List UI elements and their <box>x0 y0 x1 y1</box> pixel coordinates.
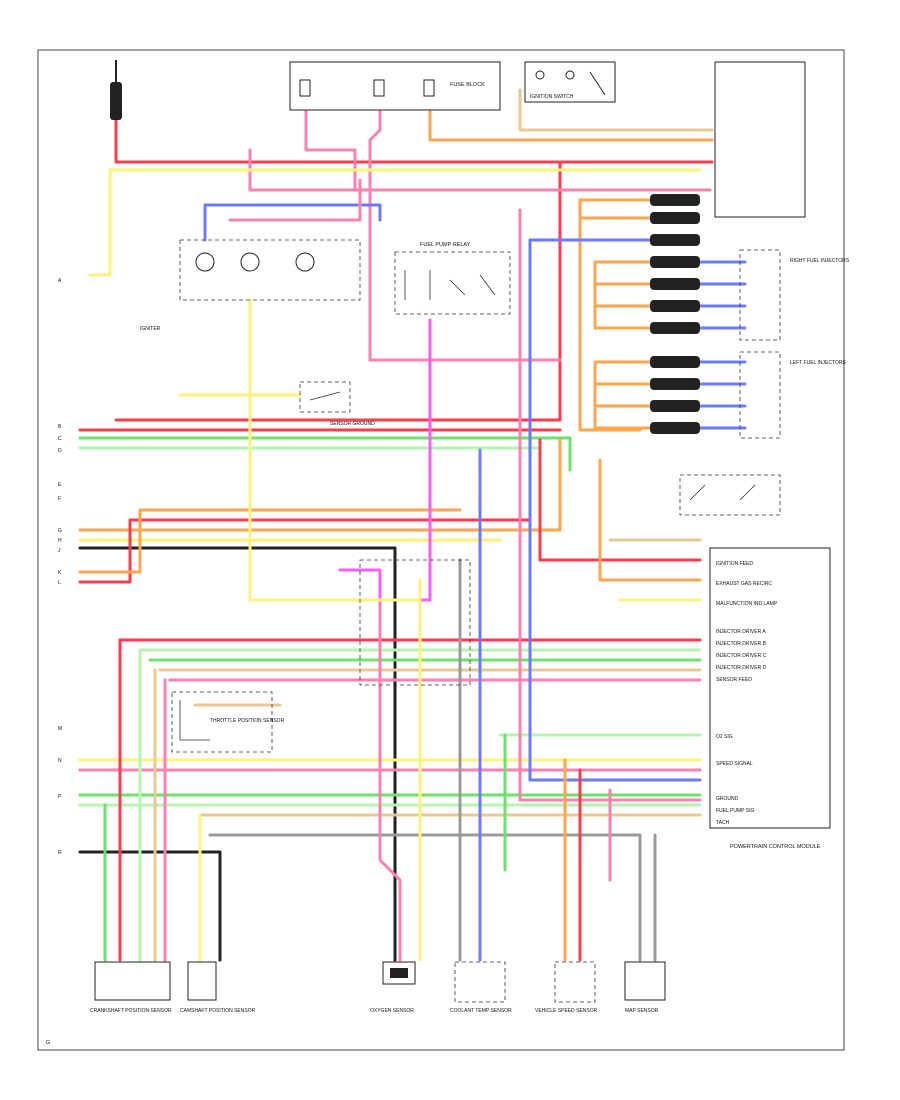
pcm-label: POWERTRAIN CONTROL MODULE <box>730 844 821 850</box>
fuse-block-label: FUSE BLOCK <box>450 82 485 88</box>
ignition-switch-label: IGNITION SWITCH <box>530 94 574 100</box>
wire-yellow-throttle <box>248 298 422 602</box>
terminal-G: G <box>58 528 62 534</box>
pcm-pin-7: SENSOR FEED <box>716 677 752 683</box>
wire-red-main-bus <box>114 118 714 164</box>
terminal-P: P <box>58 794 62 800</box>
map-sensor: MAP SENSOR <box>624 961 666 1014</box>
battery-coil-icon <box>110 60 122 120</box>
crankshaft-sensor: CRANKSHAFT POSITION SENSOR <box>90 961 172 1014</box>
pcm-pin-6: INJECTOR DRIVER D <box>716 665 767 671</box>
terminal-J: J <box>58 548 61 554</box>
wire-blue-top <box>203 203 382 242</box>
pcm-connector: IGNITION FEED EXHAUST GAS RECIRC MALFUNC… <box>709 547 831 829</box>
sensor-ground-relay: SENSOR GROUND <box>299 381 375 427</box>
sensor-relay-box <box>179 239 361 301</box>
wire-tan-feed <box>518 88 714 132</box>
fuel-pump-relay: FUEL PUMP RELAY <box>394 242 511 315</box>
pcm-pin-12: TACH <box>716 820 730 826</box>
pcm-pin-11: FUEL PUMP SIG <box>716 808 754 814</box>
throttle-sensor: THROTTLE POSITION SENSOR <box>171 691 285 753</box>
wire-blue-pcm-16 <box>528 238 702 782</box>
ignition-switch: IGNITION SWITCH <box>524 61 616 103</box>
vehicle-speed-sensor: VEHICLE SPEED SENSOR <box>535 961 598 1014</box>
data-link-box <box>359 559 471 686</box>
pcm-pin-1: EXHAUST GAS RECIRC <box>716 581 772 587</box>
wire-orange-mid-2 <box>78 508 462 574</box>
wire-pink-drop-7 <box>378 598 402 962</box>
wire-violet-relay <box>378 318 432 602</box>
cam-sensor-label: CAMSHAFT POSITION SENSOR <box>180 1008 256 1014</box>
terminal-D: D <box>58 448 62 454</box>
terminal-M: M <box>58 726 62 732</box>
wire-violet-sensor <box>338 568 382 602</box>
wire-pink-pcm-17 <box>518 208 702 802</box>
sensor-circle-1 <box>195 252 215 272</box>
footer-code: G <box>46 1040 50 1046</box>
throttle-sensor-label: THROTTLE POSITION SENSOR <box>210 718 285 724</box>
sensor-circle-3 <box>295 252 315 272</box>
pcm-pin-4: INJECTOR DRIVER B <box>716 641 767 647</box>
terminal-L: L <box>58 580 61 586</box>
top-right-module <box>714 61 806 218</box>
terminal-B: B <box>58 424 62 430</box>
wire-pink-fuse-2 <box>368 88 562 362</box>
pcm-pin-9: SPEED SIGNAL <box>716 761 753 767</box>
terminal-E: E <box>58 482 62 488</box>
left-injector-group: LEFT FUEL INJECTORS <box>739 351 846 439</box>
wire-pink-main <box>248 148 712 192</box>
sensor-circle-2 <box>240 252 260 272</box>
wire-black-mid <box>78 546 397 962</box>
relay-pair <box>679 474 781 516</box>
terminal-K: K <box>58 570 62 576</box>
wire-yellow-left <box>88 168 112 277</box>
pcm-pin-2: MALFUNCTION IND LAMP <box>716 601 778 607</box>
wire-orange-pcm-2 <box>598 458 702 582</box>
coolant-sensor: COOLANT TEMP SENSOR <box>450 961 512 1014</box>
wire-green-left-bus <box>78 436 572 472</box>
fuel-pump-relay-label: FUEL PUMP RELAY <box>420 242 471 248</box>
terminal-C: C <box>58 436 62 442</box>
wire-orange-injector-bus <box>578 198 642 432</box>
wire-red-relay-feed <box>114 160 562 422</box>
pcm-pin-0: IGNITION FEED <box>716 561 753 567</box>
wire-orange-mid <box>78 438 562 532</box>
pcm-pin-5: INJECTOR DRIVER C <box>716 653 767 659</box>
igniter-label: IGNITER <box>140 326 161 332</box>
diagram-border <box>37 49 845 1051</box>
pcm-pin-10: GROUND <box>716 796 739 802</box>
wire-red-mid <box>78 518 532 584</box>
left-terminal-labels: A B C D E F G H J K L M N P R <box>58 278 62 856</box>
right-injectors-label: RIGHT FUEL INJECTORS <box>790 258 850 264</box>
sensor-ground-label: SENSOR GROUND <box>330 421 375 427</box>
map-sensor-label: MAP SENSOR <box>625 1008 659 1014</box>
wire-pink-top-2 <box>228 178 362 222</box>
camshaft-sensor: CAMSHAFT POSITION SENSOR <box>180 961 256 1014</box>
pcm-pin-3: INJECTOR DRIVER A <box>716 629 766 635</box>
left-injectors-label: LEFT FUEL INJECTORS <box>790 360 846 366</box>
fuse-block: FUSE BLOCK <box>289 61 501 111</box>
terminal-F: F <box>58 496 61 502</box>
crank-sensor-label: CRANKSHAFT POSITION SENSOR <box>90 1008 172 1014</box>
oxygen-sensor-label: OXYGEN SENSOR <box>370 1008 414 1014</box>
terminal-R: R <box>58 850 62 856</box>
terminal-A: A <box>58 278 62 284</box>
wire-black-bottom-bus <box>78 850 222 962</box>
pcm-pin-8: O2 SIG <box>716 734 733 740</box>
terminal-N: N <box>58 758 62 764</box>
coolant-sensor-label: COOLANT TEMP SENSOR <box>450 1008 512 1014</box>
vss-label: VEHICLE SPEED SENSOR <box>535 1008 598 1014</box>
terminal-H: H <box>58 538 62 544</box>
injector-stack <box>650 194 700 434</box>
wire-gray-bottom-bus <box>208 833 642 962</box>
wire-red-pcm-1 <box>538 438 702 562</box>
oxygen-sensor: OXYGEN SENSOR <box>370 961 416 1014</box>
right-injector-group: RIGHT FUEL INJECTORS <box>739 249 850 341</box>
